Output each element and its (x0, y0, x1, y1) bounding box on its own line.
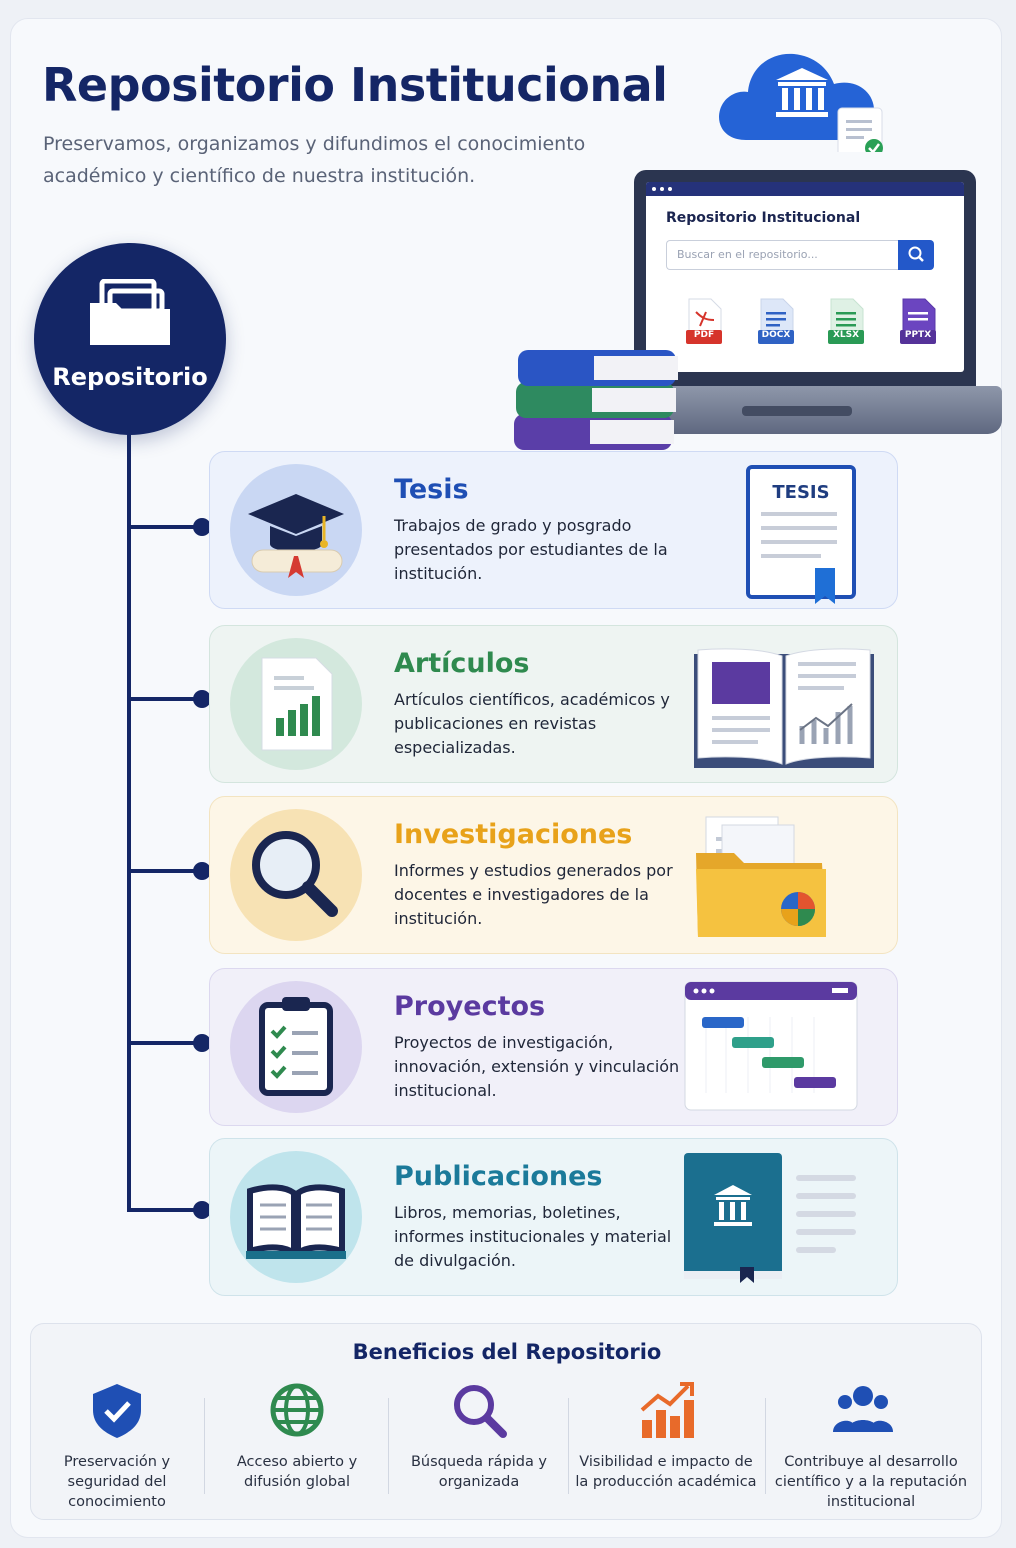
divider (204, 1398, 205, 1494)
card-description: Libros, memorias, boletines, informes in… (394, 1203, 672, 1270)
icon-circle (230, 464, 362, 596)
file-label: XLSX (832, 330, 860, 340)
icon-circle (230, 809, 362, 941)
icon-circle (230, 638, 362, 770)
laptop-illustration: Repositorio Institucional Buscar en el r… (634, 170, 976, 408)
benefit-item: Contribuye al desarrollo científico y a … (769, 1380, 973, 1510)
timeline-dot (193, 1034, 211, 1052)
search-icon (454, 1385, 507, 1438)
benefits-panel: Beneficios del Repositorio Preservación … (30, 1323, 982, 1520)
card-title: Proyectos (394, 991, 546, 1022)
page-subtitle: Preservamos, organizamos y difundimos el… (43, 133, 586, 187)
thesis-badge: TESIS (772, 482, 830, 503)
card-title: Tesis (394, 474, 469, 505)
open-journal-icon (694, 648, 874, 768)
benefit-label: Acceso abierto y difusión global (236, 1454, 358, 1490)
xlsx-file-icon (828, 298, 864, 344)
category-card-proyectos[interactable]: Proyectos Proyectos de investigación, in… (209, 968, 898, 1126)
open-book-icon (246, 1184, 346, 1259)
card-description: Trabajos de grado y posgrado presentados… (394, 516, 668, 583)
search-input[interactable]: Buscar en el repositorio... (666, 240, 898, 270)
globe-icon (270, 1383, 324, 1437)
benefit-label: Preservación y seguridad del conocimient… (63, 1454, 171, 1510)
category-card-articulos[interactable]: Artículos Artículos científicos, académi… (209, 625, 898, 783)
pptx-file-icon (900, 298, 936, 344)
benefits-title: Beneficios del Repositorio (352, 1340, 662, 1364)
icon-circle (230, 981, 362, 1113)
card-description: Proyectos de investigación, innovación, … (394, 1033, 680, 1100)
pdf-file-icon (686, 298, 722, 344)
people-group-icon (833, 1386, 893, 1432)
benefit-label: Contribuye al desarrollo científico y a … (774, 1454, 968, 1510)
benefit-label: Búsqueda rápida y organizada (410, 1454, 548, 1490)
shield-check-icon (93, 1384, 141, 1438)
folder-stack-icon (90, 279, 170, 345)
timeline-branch (127, 869, 201, 873)
checklist-clipboard-icon (259, 997, 333, 1096)
card-title: Publicaciones (394, 1161, 603, 1192)
category-card-tesis[interactable]: Tesis Trabajos de grado y posgrado prese… (209, 451, 898, 609)
chart-document-icon (261, 657, 333, 751)
timeline-branch (127, 1041, 201, 1045)
divider (388, 1398, 389, 1494)
file-label: PDF (693, 330, 715, 340)
browser-bar (646, 182, 964, 196)
laptop-screen: Repositorio Institucional Buscar en el r… (646, 182, 964, 372)
timeline-dot (193, 518, 211, 536)
card-description: Artículos científicos, académicos y publ… (394, 690, 670, 757)
growth-chart-icon (640, 1382, 694, 1438)
timeline-dot (193, 862, 211, 880)
hub-label: Repositorio (52, 363, 208, 391)
timeline-branch (127, 1208, 201, 1212)
graduation-cap-icon (248, 494, 344, 578)
timeline-dot (193, 690, 211, 708)
institutional-book-icon (684, 1153, 856, 1283)
benefit-item: Búsqueda rápida y organizada (391, 1380, 567, 1510)
benefit-item: Acceso abierto y difusión global (207, 1380, 387, 1510)
benefit-label: Visibilidad e impacto de la producción a… (575, 1454, 757, 1490)
institution-cloud-icon (719, 53, 883, 152)
category-card-investigaciones[interactable]: Investigaciones Informes y estudios gene… (209, 796, 898, 954)
timeline-trunk (127, 430, 131, 1212)
docx-file-icon (758, 298, 794, 344)
divider (568, 1398, 569, 1494)
search-button[interactable] (898, 240, 934, 270)
category-card-publicaciones[interactable]: Publicaciones Libros, memorias, boletine… (209, 1138, 898, 1296)
search-icon (908, 246, 924, 262)
gantt-window-icon (684, 981, 858, 1111)
magnifier-icon (252, 831, 338, 917)
file-label: DOCX (761, 330, 791, 340)
screen-title: Repositorio Institucional (666, 210, 861, 226)
divider (765, 1398, 766, 1494)
card-title: Investigaciones (394, 819, 633, 850)
research-folder-icon (696, 816, 826, 937)
timeline-branch (127, 697, 201, 701)
file-label: PPTX (904, 330, 932, 340)
card-title: Artículos (394, 648, 530, 679)
benefit-item: Preservación y seguridad del conocimient… (31, 1380, 203, 1510)
thesis-document-icon (746, 465, 856, 604)
timeline-dot (193, 1201, 211, 1219)
repository-hub: Repositorio (34, 243, 226, 435)
page-title: Repositorio Institucional (42, 58, 668, 112)
icon-circle (230, 1151, 362, 1283)
book-stack-icon (514, 350, 678, 450)
benefit-item: Visibilidad e impacto de la producción a… (571, 1380, 761, 1510)
timeline-branch (127, 525, 201, 529)
card-description: Informes y estudios generados por docent… (394, 861, 673, 928)
